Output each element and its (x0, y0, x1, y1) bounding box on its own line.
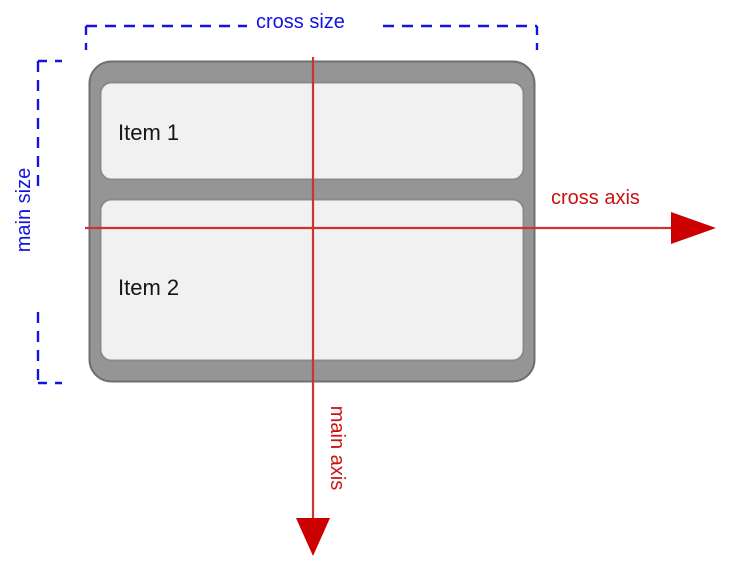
cross-axis-arrowhead-icon (671, 212, 716, 244)
cross-size-label: cross size (256, 11, 345, 33)
main-size-measure (36, 59, 62, 385)
main-axis-label: main axis (326, 405, 349, 491)
flex-item-2-label: Item 2 (118, 275, 180, 300)
cross-axis-arrow (85, 212, 716, 244)
main-axis-arrow (296, 57, 330, 556)
cross-axis-label: cross axis (551, 187, 640, 209)
cross-size-measure (84, 24, 539, 50)
main-axis-arrowhead-icon (296, 518, 330, 556)
flex-item-1-label: Item 1 (118, 120, 180, 145)
main-size-label: main size (13, 167, 36, 253)
